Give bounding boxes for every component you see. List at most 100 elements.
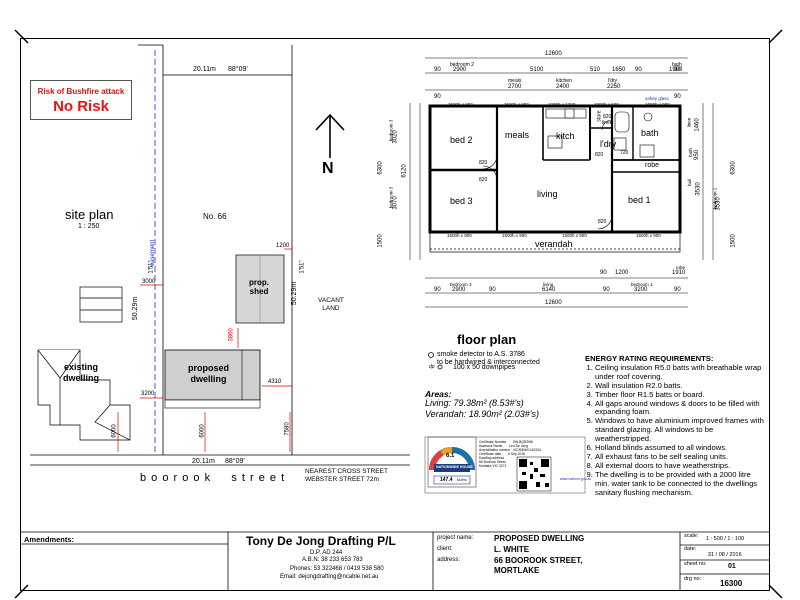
company-dp: D.P. AD 244 [310, 550, 343, 556]
top-boundary-dim: 20.11m [193, 66, 216, 73]
dim-bot-90c: 90 [603, 287, 610, 293]
door-820c: 820 [598, 219, 607, 225]
energy-item: Wall insulation R2.0 batts. [595, 381, 765, 391]
outbuilding [79, 286, 123, 323]
north-label: N [322, 160, 334, 177]
nathers-url: www.nathers.gov.au [560, 477, 592, 481]
dim-90a: 90 [434, 67, 441, 73]
window-5: 1000h x 900 [645, 102, 670, 107]
smoke-detector-note: smoke detector to A.S. 3786 [437, 351, 525, 358]
easement-dim: 3000 [142, 279, 156, 285]
room-verandah: verandah [535, 239, 573, 249]
energy-item: All gaps around windows & doors to be fi… [595, 399, 765, 418]
room-robe: robe [645, 162, 660, 169]
dim-bot-6140: 6140 [542, 287, 556, 293]
nathers-badge [427, 436, 477, 488]
room-laundry: l'dry [600, 139, 617, 149]
company-phones: Phones: 53 322468 / 0419 538 580 [290, 566, 384, 572]
dim-right-1500: 1500 [730, 234, 737, 248]
energy-item: Ceiling insulation R5.0 batts with breat… [595, 363, 765, 382]
room-meals: meals [505, 130, 530, 140]
date-value: 31 / 08 / 2016 [708, 552, 742, 558]
project-name-label: project name: [437, 535, 474, 541]
drg-value: 16300 [720, 579, 743, 588]
area-living: Living: 79.38m² (8.53#'s) [425, 398, 524, 408]
room-bath: bath [641, 128, 659, 138]
nathers-mj: 147.4 [440, 477, 453, 483]
site-plan-title: site plan [65, 207, 114, 222]
dim-1650: 1650 [612, 67, 626, 73]
scale-value: 1 : 500 / 1 : 100 [706, 536, 745, 542]
door-720: 720 [620, 150, 629, 156]
dim-right-950: 950 [694, 149, 701, 161]
dim-kitchen: 2400 [556, 84, 570, 90]
window-4: 1000h x 600 [594, 102, 619, 107]
company-name: Tony De Jong Drafting P/L [246, 534, 396, 548]
bushfire-heading: Risk of Bushfire attack [37, 87, 125, 96]
shed-label: prop. shed [249, 278, 269, 296]
room-linen: linen [602, 120, 613, 126]
energy-requirements: ENERGY RATING REQUIREMENTS: Ceiling insu… [585, 354, 765, 498]
door-820a: 820 [479, 160, 488, 166]
right-boundary-dim: 50.29m [291, 281, 299, 306]
safety-glass-label: safety glass [645, 96, 669, 101]
window-7: 1500h x 900 [502, 233, 527, 238]
nathers-brand: NATIONWIDE HOUSE [436, 465, 473, 469]
existing-dwelling-label: existing dwelling [63, 362, 99, 383]
drg-label: drg no: [684, 576, 702, 582]
dim-right-bath-label: bath [687, 148, 693, 157]
door-820d: 820 [603, 114, 612, 120]
cross-street-label: NEAREST CROSS STREET [305, 468, 388, 475]
dim-bot-robe-label: robe [676, 265, 686, 270]
dim-bedroom2: 2900 [453, 67, 467, 73]
dim-6000-left: 6000 [111, 424, 118, 438]
room-bed1: bed 1 [628, 195, 651, 205]
company-abn: A.B.N: 38 233 653 783 [302, 557, 363, 563]
address-line-1: 66 BOOROOK STREET, [494, 556, 583, 565]
amendments-label: Amendments: [24, 535, 75, 544]
window-1: 1500h x 900 [448, 102, 473, 107]
dim-left-1500: 1500 [377, 234, 384, 248]
window-3: 1000h x 1200 [548, 102, 576, 107]
energy-heading: ENERGY RATING REQUIREMENTS: [585, 354, 714, 363]
cross-street-value: WEBSTER STREET 72m [305, 476, 379, 483]
dim-3860: 3860 [228, 328, 235, 342]
address-label: address: [437, 557, 461, 563]
dim-bot-90b: 90 [489, 287, 496, 293]
energy-item: Holland blinds assumed to all windows. [595, 443, 765, 453]
dim-bot-bed1-label: bedroom 1 [631, 282, 653, 287]
dim-90b: 90 [635, 67, 642, 73]
dim-90e: 90 [674, 94, 681, 100]
dim-4310: 4310 [268, 379, 282, 385]
right-bearing: 1'51" [299, 260, 306, 274]
downpipe-note: 100 x 50 downpipes [453, 364, 516, 371]
dim-bot-living-label: living [543, 282, 554, 287]
dim-left-6120: 6120 [401, 164, 408, 178]
energy-item: All exhaust fans to be self sealing unit… [595, 452, 765, 462]
room-living: living [537, 189, 558, 199]
dim-7580: 7580 [284, 422, 291, 436]
smoke-detector-note-2: to be hardwired & interconnected [437, 359, 540, 366]
dim-90c: 90 [674, 67, 681, 73]
energy-item: The dwelling is to be provided with a 20… [595, 470, 765, 498]
energy-item: All external doors to have weatherstrips… [595, 461, 765, 471]
window-8: 1500h x 900 [562, 233, 587, 238]
nathers-details: Certificate Number BN-BQRZM6 Assessor Na… [479, 440, 542, 468]
floor-width-top: 12600 [545, 51, 562, 57]
nathers-rating: 6.1 [446, 453, 455, 459]
proposed-dwelling-label: proposed dwelling [188, 363, 230, 384]
dim-5100: 5100 [530, 67, 544, 73]
downpipe-symbol: dp [429, 364, 435, 370]
dim-bot-bed3-label: bedroom 3 [450, 282, 472, 287]
room-bed2: bed 2 [450, 135, 473, 145]
dim-left-6300: 6300 [377, 161, 384, 175]
dim-right-hall-label: hall [687, 178, 693, 187]
street-name: b o o r o o k s t r e e t [140, 472, 286, 484]
client-name: L. WHITE [494, 545, 530, 554]
dim-right-linen-label: linen [686, 117, 692, 128]
window-6: 1500h x 900 [447, 233, 472, 238]
company-email: Email: dejongdrafting@ncable.net.au [280, 574, 379, 580]
dim-meals-label: meals [508, 78, 522, 84]
dim-bath: 1900 [669, 67, 683, 73]
room-bed3: bed 3 [450, 196, 473, 206]
